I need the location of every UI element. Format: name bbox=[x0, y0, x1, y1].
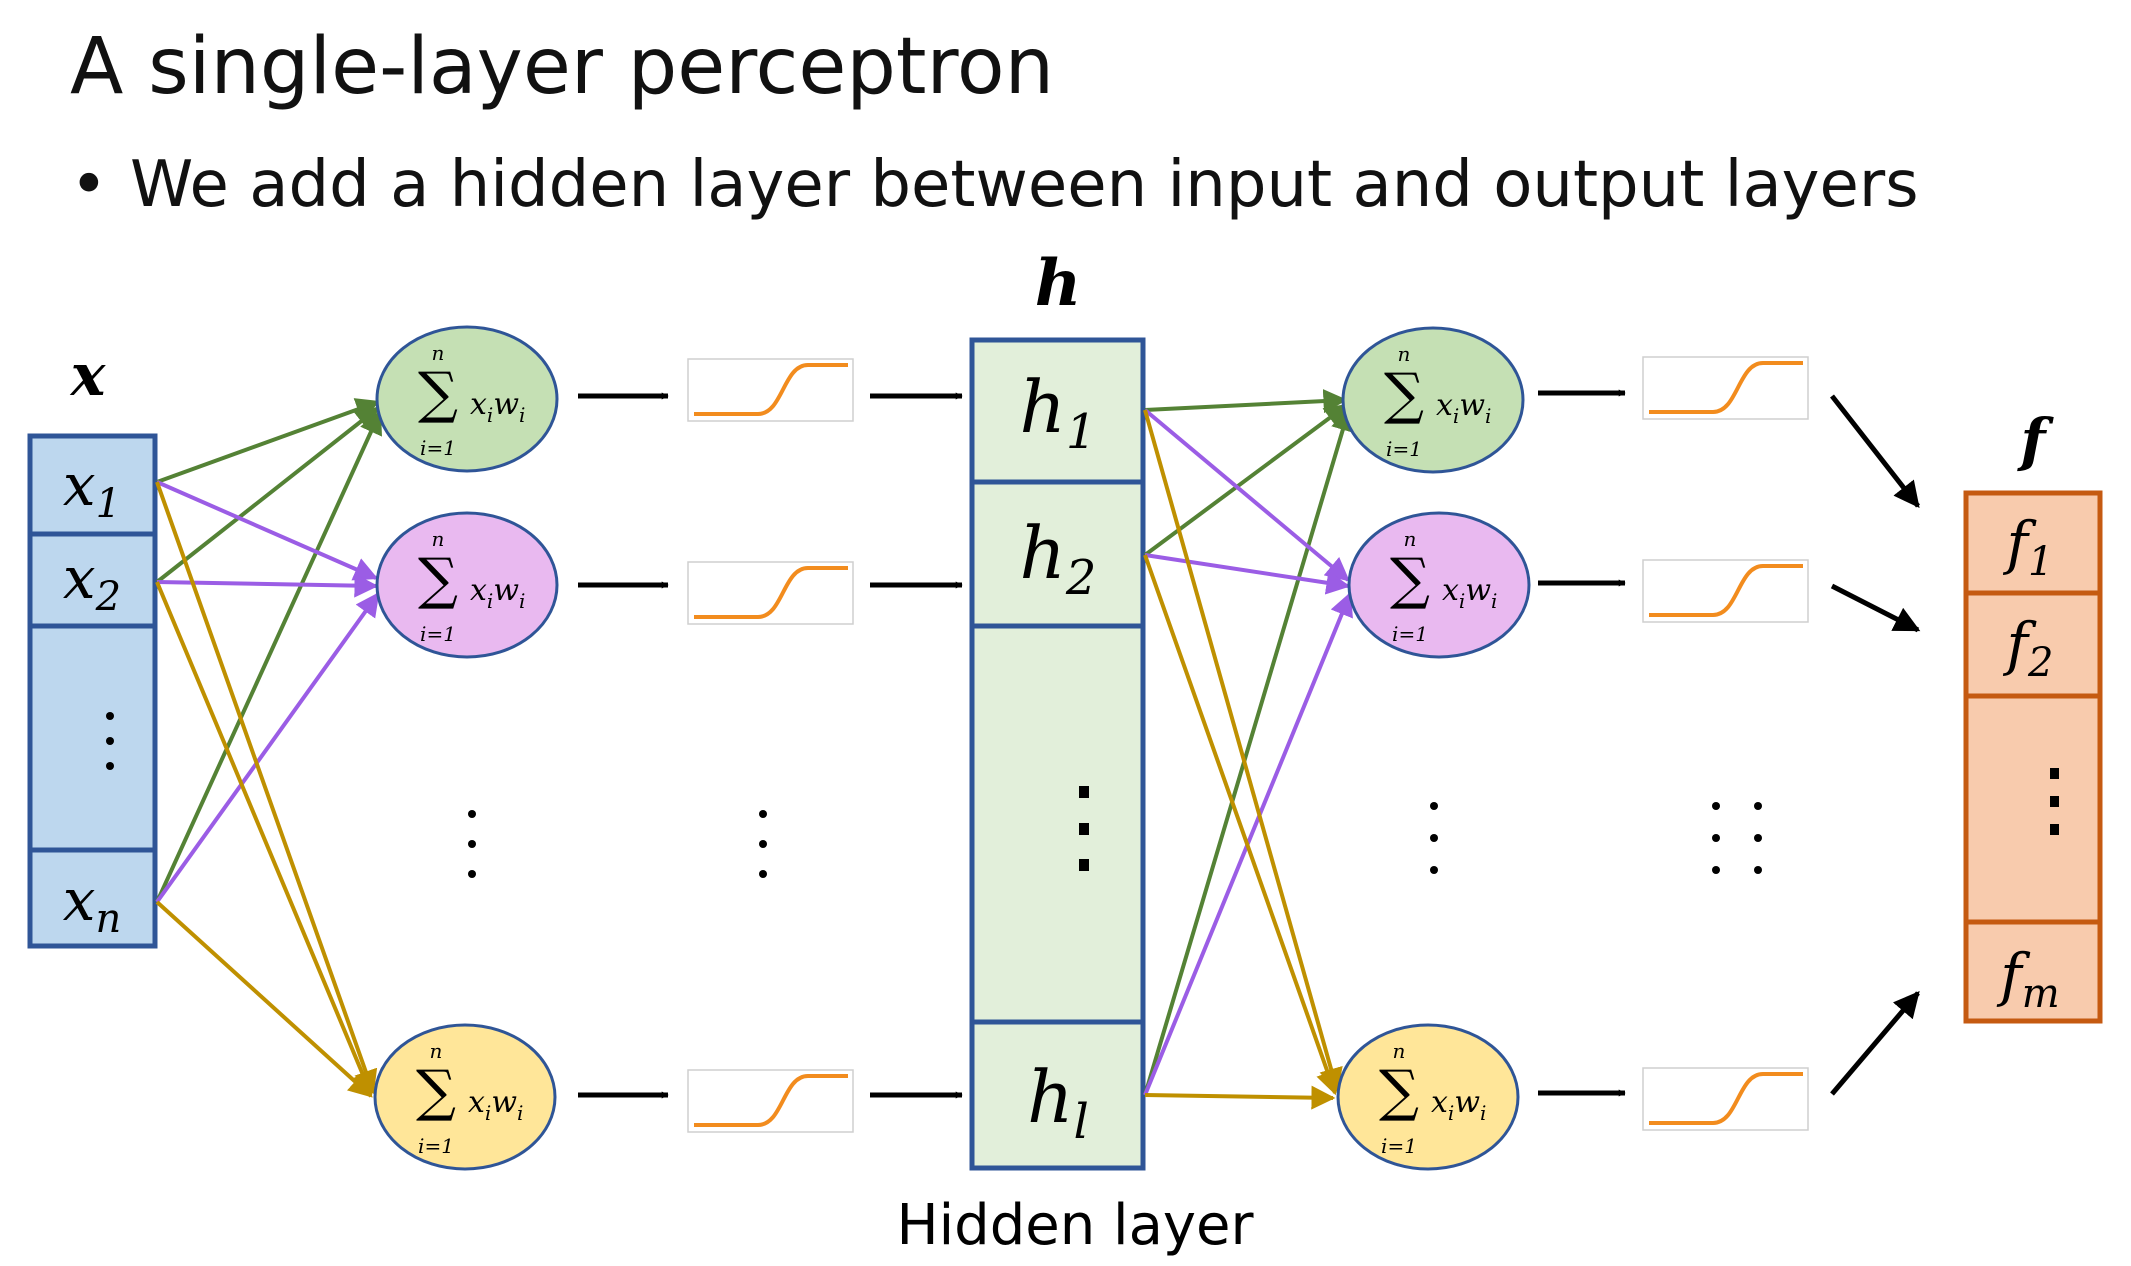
sigmoid-column-2-ellipsis bbox=[1712, 802, 1762, 874]
sum-node-1c: n ∑ i=1 xiwi bbox=[373, 1023, 557, 1171]
svg-text:i=1: i=1 bbox=[420, 436, 456, 460]
svg-text:i=1: i=1 bbox=[418, 1134, 454, 1158]
hidden-cell-h1: h1 bbox=[1020, 365, 1097, 460]
svg-text:∑: ∑ bbox=[418, 547, 458, 612]
sigmoid-1c-icon bbox=[687, 1069, 854, 1133]
input-cell-x1: x1 bbox=[63, 451, 121, 527]
hidden-ellipsis bbox=[1079, 786, 1089, 871]
sum-node-1b: n ∑ i=1 xiwi bbox=[375, 511, 559, 659]
slide-title: A single-layer perceptron bbox=[70, 22, 1055, 112]
sigmoid-1b-icon bbox=[687, 561, 854, 625]
svg-text:xiwi: xiwi bbox=[468, 1085, 523, 1125]
sum-node-1a: n ∑ i=1 xiwi bbox=[375, 325, 559, 473]
bullet-dot-icon: • bbox=[70, 148, 108, 222]
sigmoid-2a-icon bbox=[1642, 356, 1809, 420]
hidden-vector bbox=[969, 337, 1146, 1171]
svg-text:n: n bbox=[432, 341, 445, 365]
sum-node-2c: n ∑ i=1 xiwi bbox=[1336, 1023, 1520, 1171]
svg-text:∑: ∑ bbox=[1384, 362, 1424, 427]
svg-text:i=1: i=1 bbox=[1381, 1134, 1417, 1158]
arrows-sum-to-activation-2 bbox=[1538, 389, 1626, 1097]
svg-text:xiwi: xiwi bbox=[1436, 388, 1491, 428]
bullet-point: • We add a hidden layer between input and… bbox=[70, 148, 1919, 222]
svg-text:n: n bbox=[430, 1039, 443, 1063]
hidden-edges bbox=[1143, 389, 1355, 1110]
svg-text:xiwi: xiwi bbox=[1431, 1085, 1486, 1125]
svg-text:i=1: i=1 bbox=[420, 622, 456, 646]
svg-text:∑: ∑ bbox=[418, 361, 458, 426]
output-ellipsis bbox=[2050, 768, 2059, 835]
output-layer: f f1 f2 fm bbox=[1963, 406, 2103, 1024]
svg-text:xiwi: xiwi bbox=[470, 387, 525, 427]
sum-column-1-ellipsis bbox=[468, 810, 476, 878]
sigmoid-1a-icon bbox=[687, 358, 854, 422]
hidden-cell-h2: h2 bbox=[1020, 511, 1097, 606]
output-vector bbox=[1963, 490, 2103, 1024]
arrows-sum-to-activation-1 bbox=[578, 392, 669, 1099]
input-layer-label: x bbox=[69, 341, 107, 409]
input-cell-x2: x2 bbox=[63, 544, 121, 620]
svg-text:∑: ∑ bbox=[1379, 1059, 1419, 1124]
svg-text:xiwi: xiwi bbox=[1442, 573, 1497, 613]
input-edges bbox=[155, 398, 382, 1098]
hidden-cell-hl: hl bbox=[1027, 1055, 1089, 1150]
svg-text:∑: ∑ bbox=[1390, 547, 1430, 612]
sigmoid-column-1-ellipsis bbox=[759, 810, 767, 878]
svg-text:i=1: i=1 bbox=[1392, 622, 1428, 646]
hidden-layer-label: h bbox=[1035, 246, 1082, 321]
svg-text:i=1: i=1 bbox=[1386, 437, 1422, 461]
arrows-activation-to-output bbox=[1830, 394, 1921, 1096]
hidden-layer: h h1 h2 hl Hidden layer bbox=[897, 246, 1255, 1258]
sigmoid-2c-icon bbox=[1642, 1067, 1809, 1131]
sigmoid-2b-icon bbox=[1642, 559, 1809, 623]
input-layer: x x1 x2 xn bbox=[27, 341, 158, 949]
svg-text:n: n bbox=[432, 527, 445, 551]
sum-node-2a: n ∑ i=1 xiwi bbox=[1341, 326, 1525, 474]
svg-text:∑: ∑ bbox=[416, 1059, 456, 1124]
output-layer-label: f bbox=[2017, 406, 2055, 474]
bullet-text: We add a hidden layer between input and … bbox=[130, 148, 1919, 222]
arrows-activation-to-hidden bbox=[870, 392, 963, 1099]
sum-column-2-ellipsis bbox=[1430, 802, 1438, 874]
svg-text:xiwi: xiwi bbox=[470, 573, 525, 613]
sum-node-2b: n ∑ i=1 xiwi bbox=[1347, 511, 1531, 659]
input-ellipsis bbox=[106, 712, 114, 770]
output-cell-fm: fm bbox=[1996, 941, 2059, 1017]
svg-text:n: n bbox=[1398, 342, 1411, 366]
svg-text:n: n bbox=[1404, 527, 1417, 551]
hidden-layer-caption: Hidden layer bbox=[897, 1193, 1255, 1258]
input-vector bbox=[27, 433, 158, 949]
input-cell-xn: xn bbox=[63, 866, 121, 942]
svg-text:n: n bbox=[1393, 1039, 1406, 1063]
